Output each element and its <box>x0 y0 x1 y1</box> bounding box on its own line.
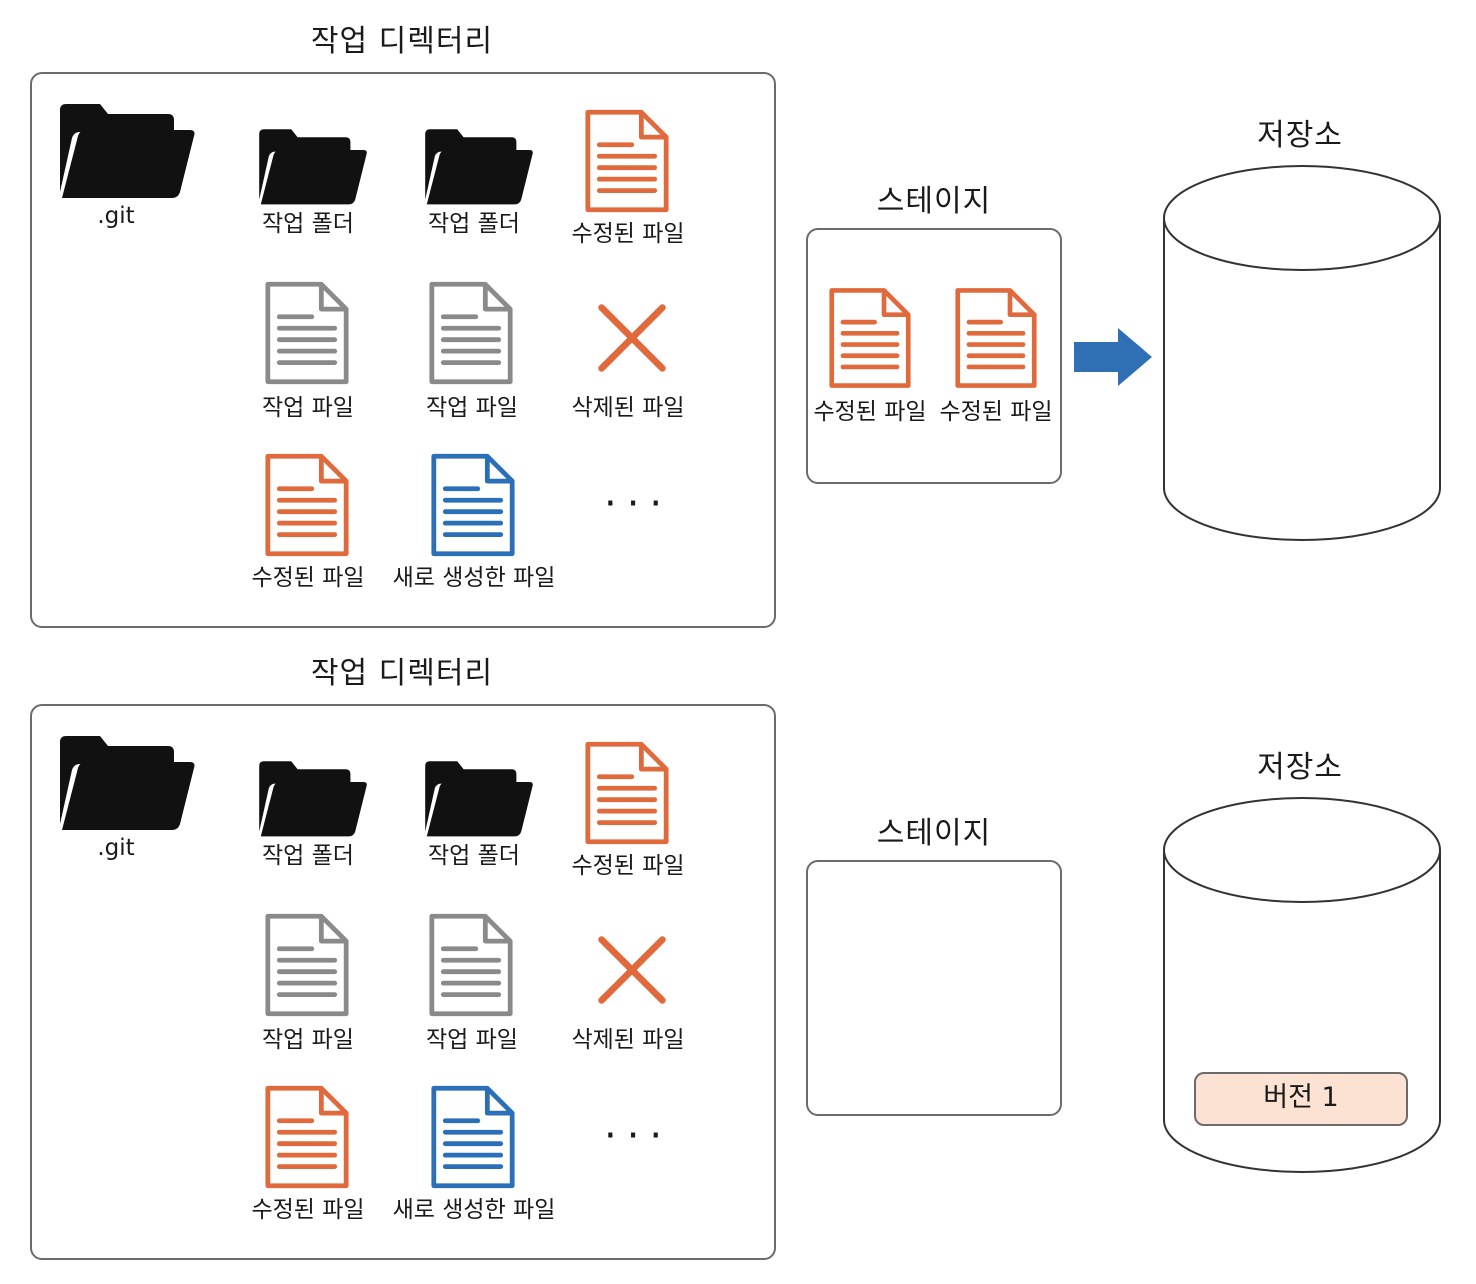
deleted-x-icon <box>594 932 670 1008</box>
work-file-label: 작업 파일 <box>426 395 518 421</box>
modified-file-icon <box>264 452 350 558</box>
repo-title: 저장소 <box>1257 750 1343 785</box>
work-file-icon <box>428 912 514 1018</box>
work-file-label: 작업 파일 <box>262 1027 354 1053</box>
git-folder-icon <box>56 100 196 200</box>
workdir-title: 작업 디렉터리 <box>310 24 494 59</box>
modified-file-icon <box>584 740 670 846</box>
git-label: .git <box>97 835 135 861</box>
modified-file-icon <box>264 1084 350 1190</box>
new-file-label: 새로 생성한 파일 <box>392 1197 556 1223</box>
stage-title: 스테이지 <box>876 816 992 851</box>
modified-file-icon <box>584 108 670 214</box>
workdir-box: .git 작업 폴더 작업 폴더 수정된 파일 작업 파일 작업 파일 삭제된 … <box>30 704 776 1260</box>
work-folder-label: 작업 폴더 <box>428 211 520 237</box>
modified-file-label: 수정된 파일 <box>571 853 685 879</box>
work-file-label: 작업 파일 <box>426 1027 518 1053</box>
git-folder-icon <box>56 732 196 832</box>
work-folder-icon <box>422 126 534 206</box>
deleted-file-label: 삭제된 파일 <box>571 1027 685 1053</box>
repo-title: 저장소 <box>1257 118 1343 153</box>
workdir-title: 작업 디렉터리 <box>310 656 494 691</box>
workdir-box: .git 작업 폴더 작업 폴더 수정된 파일 작업 파일 작업 파일 삭제된 … <box>30 72 776 628</box>
stage-box <box>806 860 1062 1116</box>
version-badge: 버전 1 <box>1194 1072 1408 1126</box>
work-folder-icon <box>422 758 534 838</box>
modified-file-label: 수정된 파일 <box>571 221 685 247</box>
deleted-file-label: 삭제된 파일 <box>571 395 685 421</box>
new-file-label: 새로 생성한 파일 <box>392 565 556 591</box>
repository-cylinder-icon <box>1163 165 1441 541</box>
git-label: .git <box>97 203 135 229</box>
new-file-icon <box>430 1084 516 1190</box>
modified-file-icon <box>828 286 912 390</box>
work-folder-icon <box>256 126 368 206</box>
commit-arrow-icon <box>1074 328 1152 386</box>
stage-title: 스테이지 <box>876 184 992 219</box>
modified-file-icon <box>954 286 1038 390</box>
work-file-icon <box>428 280 514 386</box>
deleted-x-icon <box>594 300 670 376</box>
work-file-label: 작업 파일 <box>262 395 354 421</box>
new-file-icon <box>430 452 516 558</box>
more-ellipsis: ··· <box>604 481 673 527</box>
staged-file-label: 수정된 파일 <box>939 399 1053 425</box>
modified-file-label: 수정된 파일 <box>251 565 365 591</box>
work-folder-label: 작업 폴더 <box>428 843 520 869</box>
work-folder-label: 작업 폴더 <box>262 843 354 869</box>
work-file-icon <box>264 280 350 386</box>
modified-file-label: 수정된 파일 <box>251 1197 365 1223</box>
work-folder-icon <box>256 758 368 838</box>
more-ellipsis: ··· <box>604 1113 673 1159</box>
staged-file-label: 수정된 파일 <box>813 399 927 425</box>
work-file-icon <box>264 912 350 1018</box>
stage-box: 수정된 파일 수정된 파일 <box>806 228 1062 484</box>
work-folder-label: 작업 폴더 <box>262 211 354 237</box>
